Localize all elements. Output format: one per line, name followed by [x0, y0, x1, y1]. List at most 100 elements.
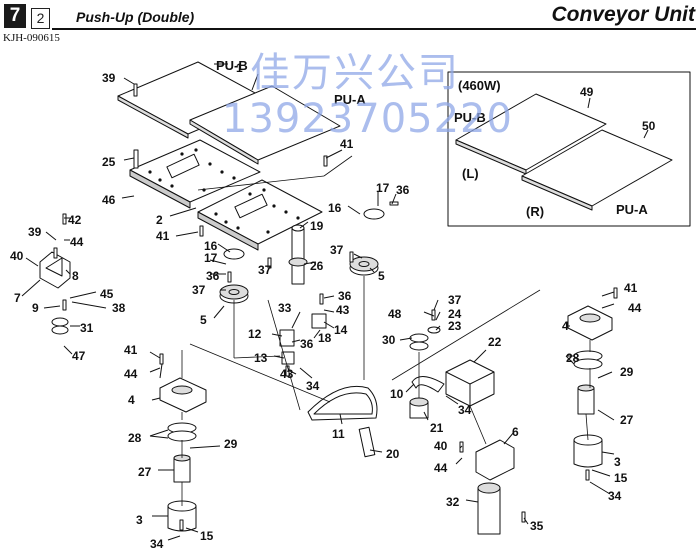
part-callout-44: 44 — [124, 367, 138, 381]
part-callout-37: 37 — [192, 283, 206, 297]
motor-32 — [477, 487, 501, 535]
part-callout-45: 45 — [100, 287, 114, 301]
part-callout-32: 32 — [446, 495, 460, 509]
part-callout-12: 12 — [248, 327, 262, 341]
inset-power: (460W) — [458, 78, 501, 93]
part-callout-13: 13 — [254, 351, 268, 365]
bracket-12 — [279, 329, 295, 347]
part-callout-24: 24 — [448, 307, 462, 321]
plate-pu-b-edge — [117, 95, 189, 139]
shaft-19 — [291, 227, 305, 285]
part-callout-41: 41 — [156, 229, 170, 243]
bracket-14 — [311, 313, 327, 329]
watermark-company: 佳万兴公司 — [250, 50, 460, 96]
part-callout-17: 17 — [204, 251, 218, 265]
part-callout-47: 47 — [72, 349, 86, 363]
part-callout-16: 16 — [328, 201, 342, 215]
part-callout-19: 19 — [310, 219, 324, 233]
part-callout-14: 14 — [334, 323, 348, 337]
part-callout-43: 43 — [280, 367, 294, 381]
part-callout-37: 37 — [258, 263, 272, 277]
inset-frame — [447, 71, 691, 227]
screws — [53, 83, 618, 531]
motor-bracket — [475, 439, 515, 481]
page-number: 7 — [4, 4, 26, 28]
part-callout-36: 36 — [300, 337, 314, 351]
alignment-lines — [181, 155, 591, 506]
part-callout-28: 28 — [128, 431, 142, 445]
watermark-phone: 13923705220 — [222, 96, 513, 142]
part-callout-37: 37 — [330, 243, 344, 257]
inset-callout-49: 49 — [580, 85, 594, 99]
part-callout-17: 17 — [376, 181, 390, 195]
part-callout-43: 43 — [336, 303, 350, 317]
part-callout-30: 30 — [382, 333, 396, 347]
part-callout-28: 28 — [566, 351, 580, 365]
part-callout-37: 37 — [448, 293, 462, 307]
inset-callout-50: 50 — [642, 119, 656, 133]
cylinder-mount-left — [159, 377, 207, 413]
part-callout-5: 5 — [200, 313, 207, 327]
page-title: Push-Up (Double) — [76, 9, 195, 25]
inset-label-r: (R) — [526, 204, 544, 219]
inset-label-pu-a: PU-A — [616, 202, 648, 217]
cylinder-mount-right — [567, 305, 613, 341]
part-callout-40: 40 — [10, 249, 24, 263]
timing-belt — [307, 385, 378, 421]
part-callout-40: 40 — [434, 439, 448, 453]
part-callout-42: 42 — [68, 213, 82, 227]
part-callout-1: 1 — [236, 61, 243, 75]
part-callout-9: 9 — [32, 301, 39, 315]
cylinder-27-right — [577, 387, 595, 415]
part-callout-36: 36 — [396, 183, 410, 197]
part-callout-35: 35 — [530, 519, 544, 533]
part-callout-33: 33 — [278, 301, 292, 315]
part-callout-23: 23 — [448, 319, 462, 333]
motor-22 — [445, 359, 495, 407]
part-callout-34: 34 — [608, 489, 622, 503]
mount-plate-right-edge — [197, 211, 259, 251]
part-callout-39: 39 — [102, 71, 116, 85]
unit-title: Conveyor Unit — [551, 3, 695, 26]
part-callout-8: 8 — [72, 269, 79, 283]
part-callout-41: 41 — [624, 281, 638, 295]
part-callout-18: 18 — [318, 331, 332, 345]
label-pu-b: PU-B — [216, 58, 248, 73]
part-callout-25: 25 — [102, 155, 116, 169]
inset-label-l: (L) — [462, 166, 479, 181]
sleeve-3-right — [573, 440, 603, 468]
part-callout-21: 21 — [430, 421, 444, 435]
plate-holes — [148, 148, 300, 234]
cylinder-27-left — [173, 457, 191, 483]
part-callout-10: 10 — [390, 387, 404, 401]
sub-number: 2 — [31, 8, 50, 29]
part-callout-44: 44 — [628, 301, 642, 315]
part-callout-27: 27 — [138, 465, 152, 479]
label-pu-a: PU-A — [334, 92, 366, 107]
part-callout-15: 15 — [614, 471, 628, 485]
mount-plate-left-edge — [129, 169, 191, 209]
part-callout-44: 44 — [70, 235, 84, 249]
part-callout-36: 36 — [338, 289, 352, 303]
part-callout-48: 48 — [388, 307, 402, 321]
part-callout-20: 20 — [386, 447, 400, 461]
inset-label-pu-b: PU-B — [454, 110, 486, 125]
part-callout-16: 16 — [204, 239, 218, 253]
part-callout-41: 41 — [340, 137, 354, 151]
part-callout-11: 11 — [332, 427, 345, 441]
part-callout-27: 27 — [620, 413, 634, 427]
belt-10 — [411, 376, 445, 393]
document-code: KJH-090615 — [3, 32, 60, 44]
part-callout-31: 31 — [80, 321, 94, 335]
part-callout-34: 34 — [458, 403, 472, 417]
header-rule — [52, 28, 696, 30]
part-callout-3: 3 — [614, 455, 621, 469]
part-callout-29: 29 — [224, 437, 238, 451]
part-callout-36: 36 — [206, 269, 220, 283]
part-callout-38: 38 — [112, 301, 126, 315]
part-callout-2: 2 — [156, 213, 163, 227]
part-callout-34: 34 — [150, 537, 164, 551]
sleeve-3-left — [167, 506, 197, 532]
part-callout-39: 39 — [28, 225, 42, 239]
part-callout-4: 4 — [562, 319, 569, 333]
